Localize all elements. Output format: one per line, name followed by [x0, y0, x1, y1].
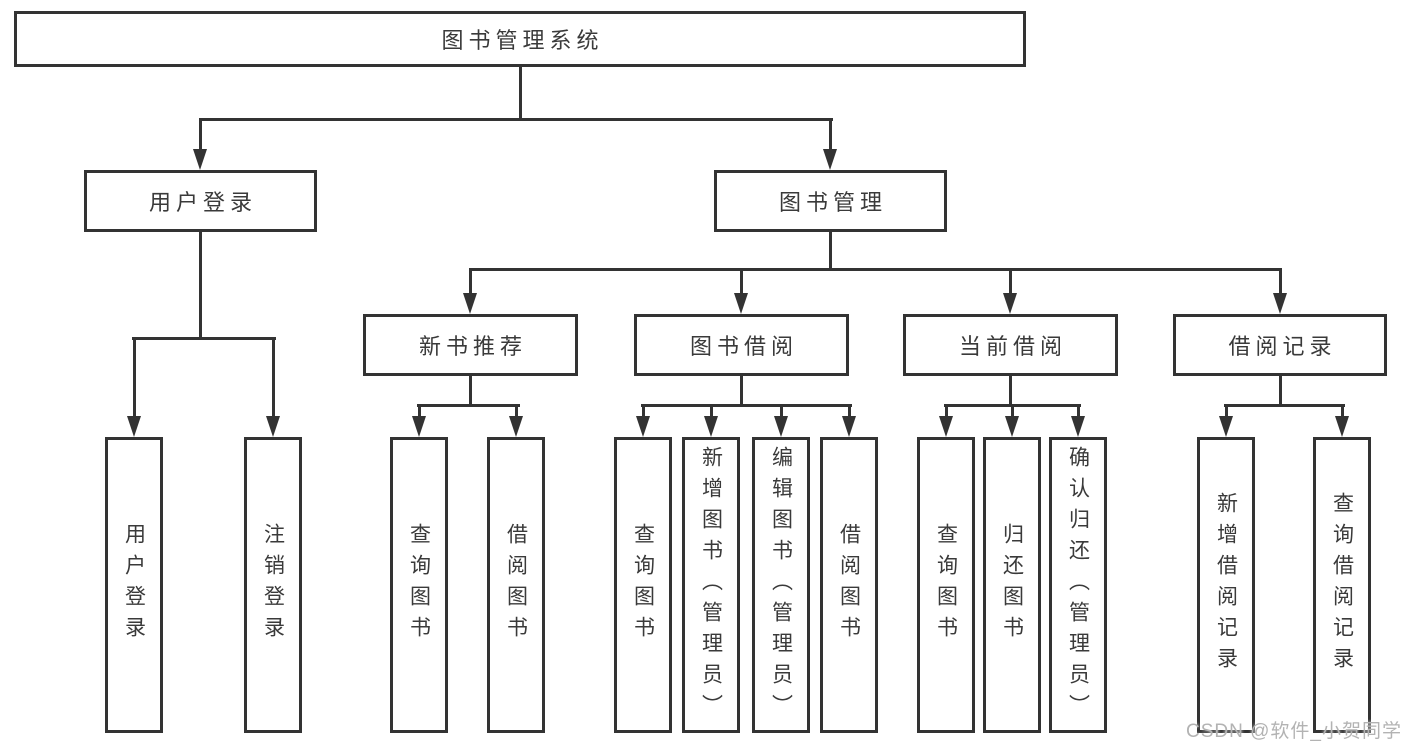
arrowhead-down-icon	[266, 416, 280, 437]
node-borrowing-records: 借阅记录	[1173, 314, 1387, 376]
leaf-add-borrow-record: 新增借阅记录	[1197, 437, 1255, 733]
connector-line	[418, 404, 421, 419]
node-library-management-system: 图书管理系统	[14, 11, 1026, 67]
connector-line	[469, 268, 1282, 271]
connector-line	[417, 404, 520, 407]
connector-line	[1225, 404, 1228, 419]
arrowhead-down-icon	[1273, 293, 1287, 314]
arrowhead-down-icon	[463, 293, 477, 314]
connector-line	[199, 229, 202, 340]
node-label: 确认归还（管理员）	[1066, 445, 1090, 725]
connector-line	[272, 337, 275, 419]
node-label: 编辑图书（管理员）	[769, 445, 793, 725]
arrowhead-down-icon	[1335, 416, 1349, 437]
node-label: 新增借阅记录	[1214, 492, 1238, 678]
node-label: 归还图书	[1000, 523, 1024, 647]
node-label: 图书借阅	[689, 334, 798, 359]
connector-line	[519, 64, 522, 121]
connector-line	[1341, 404, 1344, 419]
connector-line	[829, 118, 832, 152]
csdn-watermark: CSDN @软件_小贺同学	[1186, 721, 1402, 742]
leaf-query-borrow-record: 查询借阅记录	[1313, 437, 1371, 733]
arrowhead-down-icon	[193, 149, 207, 170]
node-label: 借阅图书	[837, 523, 861, 647]
connector-line	[848, 404, 851, 419]
arrowhead-down-icon	[1005, 416, 1019, 437]
connector-line	[1009, 373, 1012, 407]
connector-line	[469, 268, 472, 296]
connector-line	[780, 404, 783, 419]
node-user-login: 用户登录	[84, 170, 317, 232]
connector-line	[829, 229, 832, 271]
node-label: 用户登录	[122, 523, 146, 647]
arrowhead-down-icon	[509, 416, 523, 437]
node-label: 借阅记录	[1228, 334, 1337, 359]
leaf-user-login: 用户登录	[105, 437, 163, 733]
leaf-add-book-admin: 新增图书（管理员）	[682, 437, 740, 733]
connector-line	[710, 404, 713, 419]
connector-line	[642, 404, 645, 419]
connector-line	[1009, 268, 1012, 296]
leaf-borrow-books-recommend: 借阅图书	[487, 437, 545, 733]
arrowhead-down-icon	[412, 416, 426, 437]
node-label: 查询图书	[631, 523, 655, 647]
node-book-management: 图书管理	[714, 170, 947, 232]
leaf-query-books-borrowing: 查询图书	[614, 437, 672, 733]
node-label: 图书管理	[778, 190, 887, 215]
node-label: 查询图书	[407, 523, 431, 647]
connector-line	[133, 337, 136, 419]
node-label: 当前借阅	[958, 334, 1067, 359]
node-label: 新增图书（管理员）	[699, 445, 723, 725]
node-label: 查询图书	[934, 523, 958, 647]
node-label: 查询借阅记录	[1330, 492, 1354, 678]
connector-line	[515, 404, 518, 419]
connector-line	[132, 337, 276, 340]
arrowhead-down-icon	[774, 416, 788, 437]
connector-line	[469, 373, 472, 407]
connector-line	[1077, 404, 1080, 419]
connector-line	[1011, 404, 1014, 419]
node-label: 借阅图书	[504, 523, 528, 647]
node-label: 新书推荐	[418, 334, 527, 359]
connector-line	[199, 118, 833, 121]
connector-line	[1279, 268, 1282, 296]
node-label: 用户登录	[148, 190, 257, 215]
connector-line	[945, 404, 948, 419]
leaf-logout: 注销登录	[244, 437, 302, 733]
arrowhead-down-icon	[1071, 416, 1085, 437]
leaf-edit-book-admin: 编辑图书（管理员）	[752, 437, 810, 733]
node-book-borrowing: 图书借阅	[634, 314, 849, 376]
connector-line	[1279, 373, 1282, 407]
node-label: 图书管理系统	[441, 28, 604, 53]
arrowhead-down-icon	[704, 416, 718, 437]
connector-line	[199, 118, 202, 152]
arrowhead-down-icon	[1003, 293, 1017, 314]
arrowhead-down-icon	[939, 416, 953, 437]
arrowhead-down-icon	[734, 293, 748, 314]
arrowhead-down-icon	[823, 149, 837, 170]
connector-line	[1224, 404, 1345, 407]
arrowhead-down-icon	[1219, 416, 1233, 437]
connector-line	[740, 373, 743, 407]
connector-line	[740, 268, 743, 296]
arrowhead-down-icon	[636, 416, 650, 437]
node-new-book-recommend: 新书推荐	[363, 314, 578, 376]
node-label: 注销登录	[261, 523, 285, 647]
leaf-confirm-return-admin: 确认归还（管理员）	[1049, 437, 1107, 733]
leaf-borrow-books-borrowing: 借阅图书	[820, 437, 878, 733]
arrowhead-down-icon	[842, 416, 856, 437]
node-current-borrowing: 当前借阅	[903, 314, 1118, 376]
leaf-return-book: 归还图书	[983, 437, 1041, 733]
leaf-query-books-recommend: 查询图书	[390, 437, 448, 733]
leaf-query-books-current: 查询图书	[917, 437, 975, 733]
arrowhead-down-icon	[127, 416, 141, 437]
connector-line	[641, 404, 852, 407]
